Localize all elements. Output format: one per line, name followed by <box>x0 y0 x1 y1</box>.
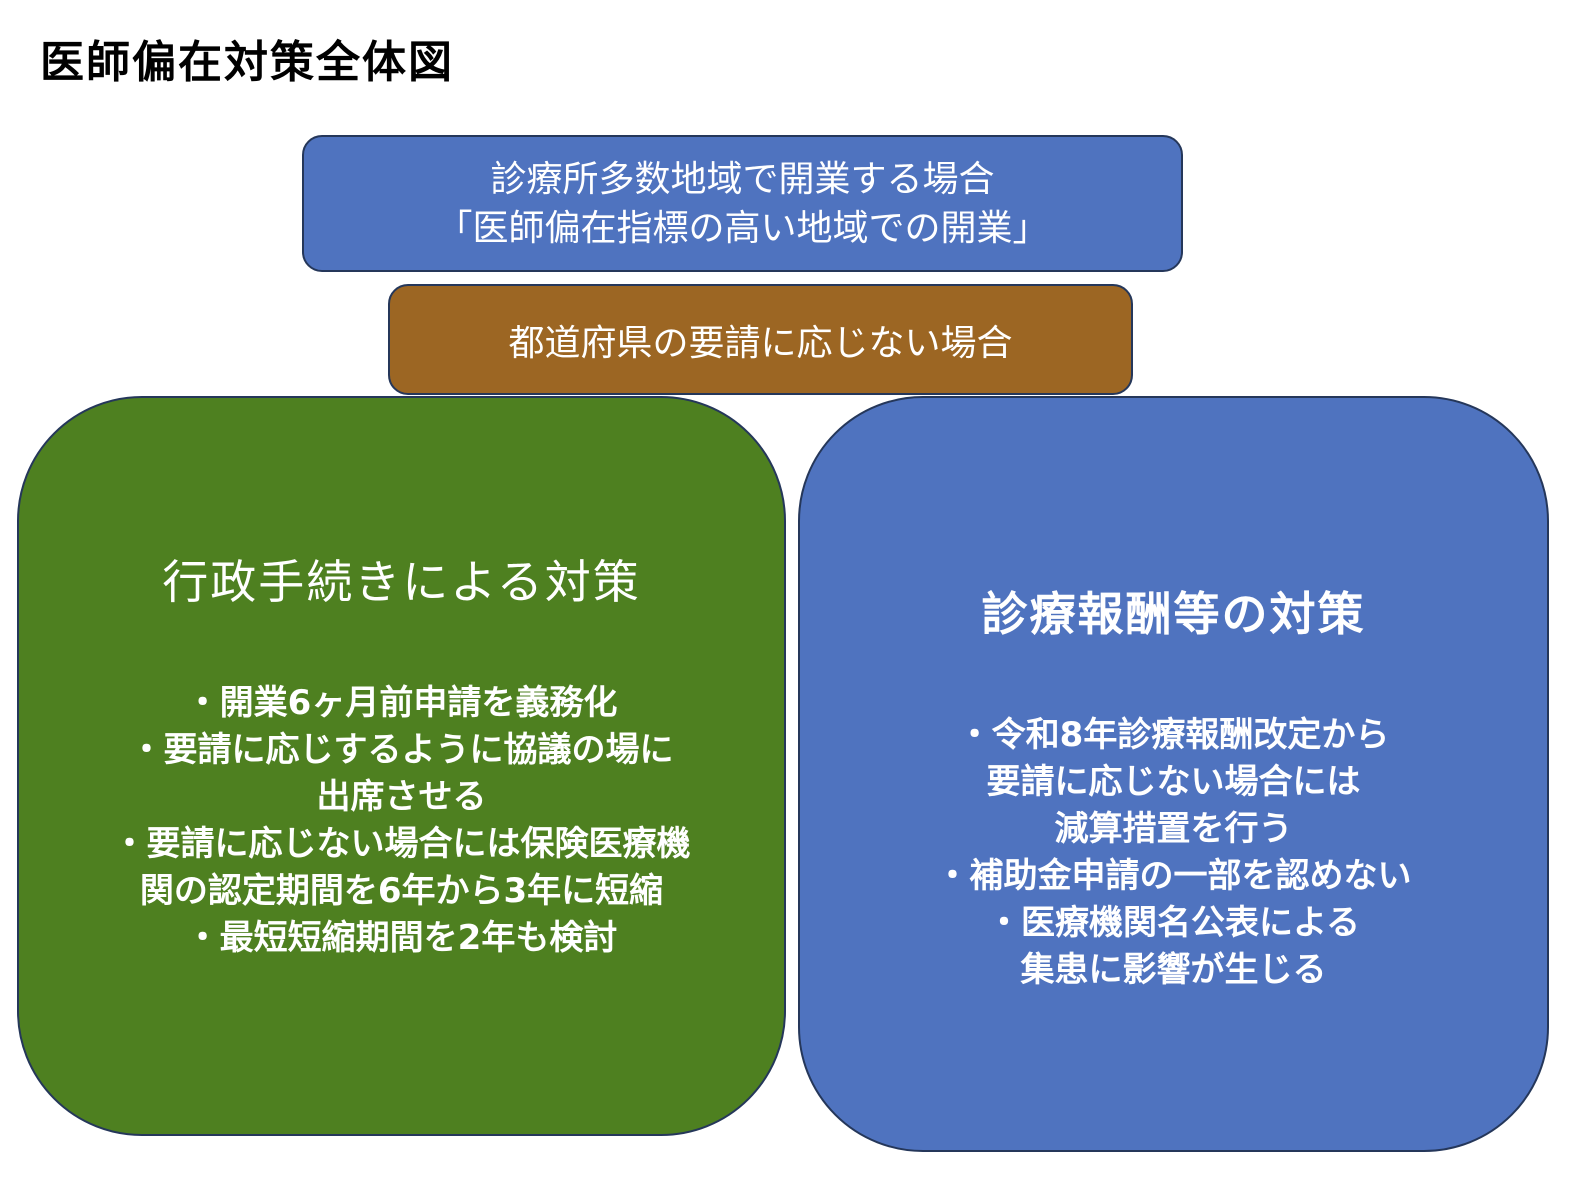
list-item: ・最短短縮期間を2年も検討 <box>185 918 618 958</box>
top-box-line: 「医師偏在指標の高い地域での開業」 <box>436 207 1049 249</box>
list-item: ・開業6ヶ月前申請を義務化 <box>185 683 618 723</box>
fee-measures-list: ・令和8年診療報酬改定から 要請に応じない場合には 減算措置を行う ・補助金申請… <box>936 712 1412 994</box>
list-item: 出席させる <box>316 777 487 817</box>
admin-measures-box: 行政手続きによる対策 ・開業6ヶ月前申請を義務化 ・要請に応じするように協議の場… <box>17 396 786 1136</box>
top-box-line: 診療所多数地域で開業する場合 <box>490 158 995 200</box>
list-item: ・要請に応じするように協議の場に <box>129 730 674 770</box>
list-item: ・医療機関名公表による <box>987 903 1360 943</box>
admin-measures-list: ・開業6ヶ月前申請を義務化 ・要請に応じするように協議の場に 出席させる ・要請… <box>113 680 691 962</box>
condition-text: 都道府県の要請に応じない場合 <box>508 322 1013 364</box>
condition-box: 都道府県の要請に応じない場合 <box>388 284 1133 395</box>
list-item: ・要請に応じない場合には保険医療機 <box>112 824 691 864</box>
list-item: ・補助金申請の一部を認めない <box>935 856 1412 896</box>
fee-measures-box: 診療報酬等の対策 ・令和8年診療報酬改定から 要請に応じない場合には 減算措置を… <box>798 396 1549 1152</box>
list-item: 要請に応じない場合には <box>986 762 1361 802</box>
list-item: 減算措置を行う <box>1054 809 1293 849</box>
list-item: ・令和8年診療報酬改定から <box>957 715 1390 755</box>
list-item: 集患に影響が生じる <box>1020 950 1327 990</box>
fee-measures-heading: 診療報酬等の対策 <box>981 587 1366 641</box>
admin-measures-heading: 行政手続きによる対策 <box>162 555 641 609</box>
diagram-title: 医師偏在対策全体図 <box>40 37 454 88</box>
top-box-clinic-opening: 診療所多数地域で開業する場合 「医師偏在指標の高い地域での開業」 <box>302 135 1183 272</box>
list-item: 関の認定期間を6年から3年に短縮 <box>139 871 664 911</box>
